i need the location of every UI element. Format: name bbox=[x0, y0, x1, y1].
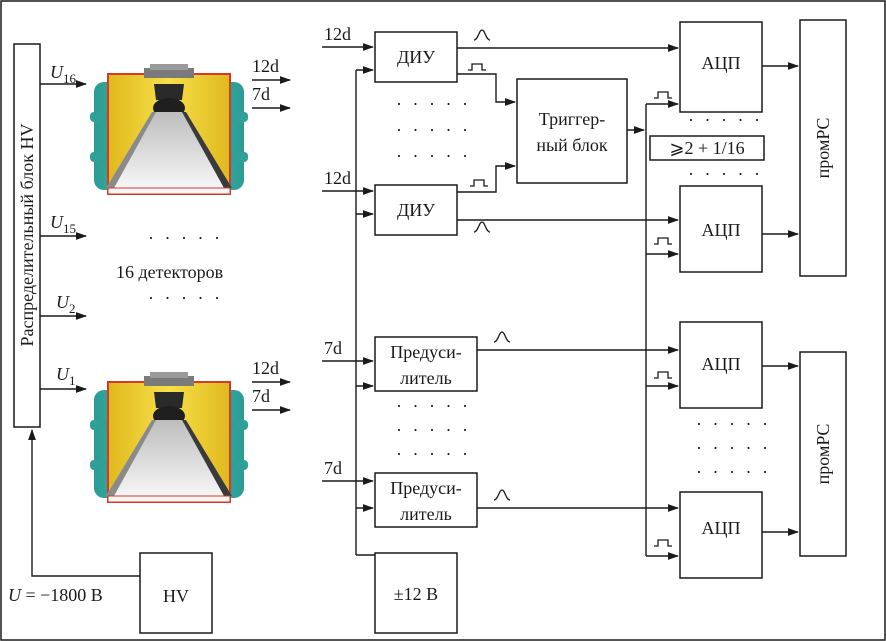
detectors-dots-bottom: · · · · · bbox=[148, 288, 223, 308]
adc-label-1: АЦП bbox=[702, 53, 741, 73]
power-supply-box bbox=[374, 552, 458, 634]
adc-box-3 bbox=[679, 321, 763, 409]
detectors-count-label: 16 детекторов bbox=[116, 262, 223, 282]
voltage-u2-label: U2 bbox=[56, 292, 76, 316]
diu-label-2: ДИУ bbox=[397, 200, 435, 220]
voltage-u15-label: U15 bbox=[50, 212, 76, 236]
detectors-dots-top: · · · · · bbox=[148, 228, 223, 248]
diu-label-1: ДИУ bbox=[397, 47, 435, 67]
input-7d-top: 7d bbox=[324, 338, 342, 358]
detector-tank-top bbox=[89, 63, 249, 195]
preamp-box-1 bbox=[374, 336, 478, 392]
adc-box-1 bbox=[679, 21, 763, 113]
preamp-box-2 bbox=[374, 472, 478, 528]
adc-dots-2: · · · · · bbox=[688, 164, 763, 184]
trigger-block-box bbox=[516, 78, 628, 184]
preamp-label-2a: Предуси- bbox=[390, 478, 462, 498]
diu-box-2 bbox=[374, 184, 458, 236]
prompc-box-1 bbox=[799, 19, 847, 277]
hv-supply-box bbox=[139, 552, 213, 634]
preamp-label-2b: литель bbox=[400, 504, 452, 524]
tank-bottom-output-12d: 12d bbox=[252, 358, 279, 378]
power-supply-label: ±12 В bbox=[394, 584, 438, 604]
prompc-box-2 bbox=[799, 351, 847, 557]
diu-dots-2: · · · · · bbox=[396, 120, 471, 140]
prompc-label-1: промPC bbox=[813, 118, 833, 179]
input-7d-bottom: 7d bbox=[324, 458, 342, 478]
diu-dots-3: · · · · · bbox=[396, 146, 471, 166]
preamp-label-1a: Предуси- bbox=[390, 342, 462, 362]
voltage-u1-label: U1 bbox=[56, 364, 76, 388]
tank-top-output-7d: 7d bbox=[252, 84, 270, 104]
adc-label-2: АЦП bbox=[702, 220, 741, 240]
hv-voltage-label: U = −1800 В bbox=[8, 585, 103, 605]
trigger-condition-box bbox=[649, 135, 765, 161]
preamp-dots-2: · · · · · bbox=[396, 420, 471, 440]
adc-label-4: АЦП bbox=[702, 518, 741, 538]
trigger-condition-label: ⩾2 + 1/16 bbox=[669, 138, 744, 158]
hv-distribution-label: Распределительный блок HV bbox=[17, 124, 37, 347]
adc-box-2 bbox=[679, 185, 763, 273]
preamp-dots-3: · · · · · bbox=[396, 444, 471, 464]
adc-dots-5: · · · · · bbox=[696, 462, 771, 482]
diu-box-1 bbox=[374, 31, 458, 83]
hv-supply-label: HV bbox=[163, 586, 189, 606]
adc-dots-4: · · · · · bbox=[696, 438, 771, 458]
adc-dots-3: · · · · · bbox=[696, 414, 771, 434]
hv-distribution-block bbox=[13, 43, 41, 428]
diu-dots-1: · · · · · bbox=[396, 94, 471, 114]
tank-bottom-output-7d: 7d bbox=[252, 386, 270, 406]
adc-box-4 bbox=[679, 491, 763, 579]
prompc-label-2: промPC bbox=[813, 424, 833, 485]
tank-top-output-12d: 12d bbox=[252, 56, 279, 76]
input-12d-top: 12d bbox=[324, 24, 351, 44]
preamp-dots-1: · · · · · bbox=[396, 396, 471, 416]
detector-tank-bottom bbox=[89, 371, 249, 503]
preamp-label-1b: литель bbox=[400, 368, 452, 388]
adc-label-3: АЦП bbox=[702, 354, 741, 374]
trigger-block-label-2: ный блок bbox=[536, 135, 608, 155]
trigger-block-label-1: Триггер- bbox=[539, 109, 605, 129]
voltage-u16-label: U16 bbox=[50, 62, 77, 86]
input-12d-mid: 12d bbox=[324, 168, 351, 188]
adc-dots-1: · · · · · bbox=[688, 110, 763, 130]
